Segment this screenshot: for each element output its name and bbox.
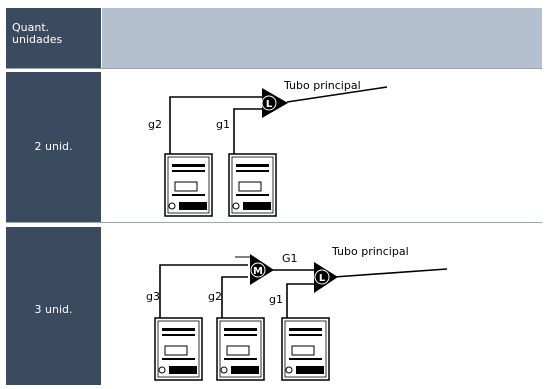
pipe-label-g2: g2 (208, 290, 222, 303)
row-3-units-label-cell: 3 unid. (6, 227, 101, 385)
two-units-piping-diagram: L Tubo principal g2 g1 (148, 79, 388, 217)
pipe-label-g3: g3 (146, 290, 160, 303)
outdoor-unit-icon (154, 317, 203, 381)
header-blank-cell (102, 8, 542, 68)
branch-joint-m-icon: M (250, 254, 274, 285)
pipe-label-g1: g1 (269, 293, 283, 306)
branch-mark-m: M (253, 266, 263, 277)
main-pipe-label: Tubo principal (331, 245, 409, 258)
branch-mark-l: L (319, 273, 326, 284)
outdoor-unit-icon (164, 153, 213, 217)
branch-joint-l-icon: L (314, 262, 338, 293)
row-divider (6, 68, 542, 73)
header-quantity-label: Quant. unidades (12, 21, 63, 46)
three-units-piping-diagram: M L G1 Tubo principal g3 g2 g1 (146, 245, 448, 381)
row-2-units-diagram-cell: L Tubo principal g2 g1 (102, 72, 542, 222)
header-quantity-cell: Quant. unidades (6, 8, 101, 68)
branch-joint-l-icon: L (261, 88, 288, 118)
unit-quantity-table: Quant. unidades 2 unid. L Tubo principal… (6, 8, 542, 385)
row-3-units-label: 3 unid. (34, 303, 73, 316)
outdoor-unit-icon (281, 317, 330, 381)
outdoor-unit-icon (216, 317, 265, 381)
row-divider (6, 222, 542, 228)
pipe-label-G1: G1 (282, 252, 298, 265)
row-2-units-label: 2 unid. (34, 140, 73, 153)
row-2-units-label-cell: 2 unid. (6, 72, 101, 222)
branch-mark-l: L (266, 99, 273, 110)
main-pipe-label: Tubo principal (283, 79, 361, 92)
pipe-label-g2: g2 (148, 118, 162, 131)
pipe-label-g1: g1 (216, 118, 230, 131)
row-3-units-diagram-cell: M L G1 Tubo principal g3 g2 g1 (102, 227, 542, 385)
outdoor-unit-icon (228, 153, 277, 217)
